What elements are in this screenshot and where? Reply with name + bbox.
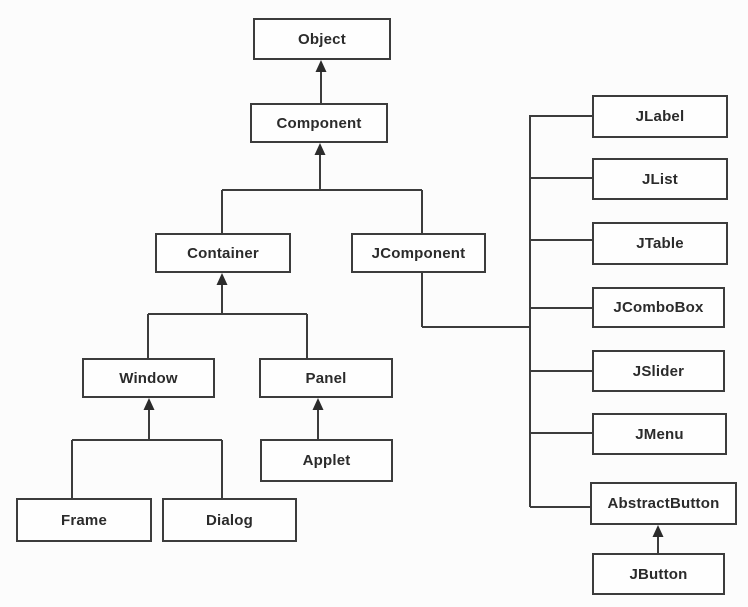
edge-jcomponent-spine [421,273,530,328]
node-jlabel: JLabel [592,95,728,138]
node-object: Object [253,18,391,60]
node-jmenu: JMenu [592,413,727,455]
node-jbutton: JButton [592,553,725,595]
node-window: Window [82,358,215,398]
node-applet: Applet [260,439,393,482]
edge-branch-to-container [147,273,308,358]
node-panel: Panel [259,358,393,398]
node-abstractbutton: AbstractButton [590,482,737,525]
node-jlist: JList [592,158,728,200]
edge-applet-panel [312,398,324,439]
edge-branch-to-component [221,143,423,233]
spine-jcomponent-children [529,115,592,508]
edge-component-object [315,60,327,103]
node-frame: Frame [16,498,152,542]
node-container: Container [155,233,291,273]
node-jtable: JTable [592,222,728,265]
node-component: Component [250,103,388,143]
edge-branch-to-window [71,398,223,498]
edge-jbutton-abstractbutton [652,525,664,553]
node-jcombobox: JComboBox [592,287,725,328]
node-jslider: JSlider [592,350,725,392]
node-jcomponent: JComponent [351,233,486,273]
node-dialog: Dialog [162,498,297,542]
